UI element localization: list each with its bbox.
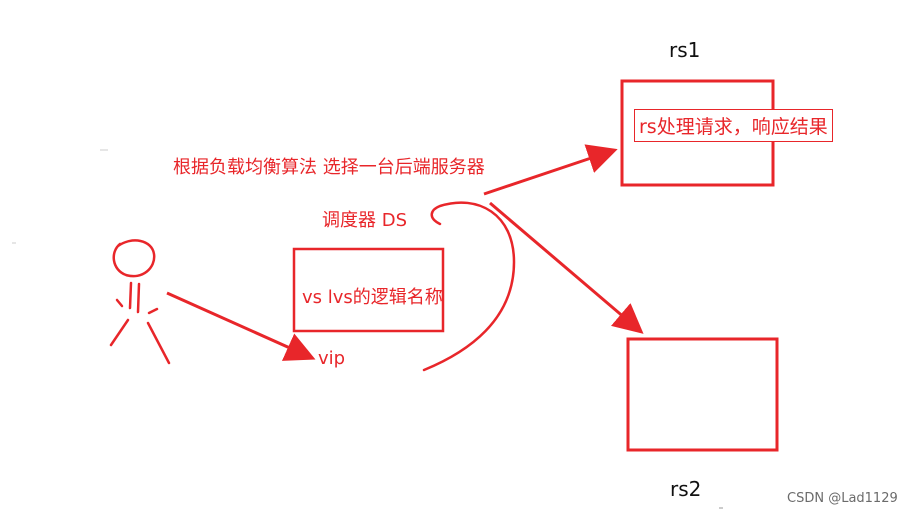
rs1-label: rs1 bbox=[669, 38, 701, 62]
user-leg-left bbox=[109, 318, 130, 347]
arrow-ds-to-rs2 bbox=[489, 201, 644, 334]
user-arm-right bbox=[147, 307, 159, 315]
arrow-user-to-vip bbox=[166, 291, 316, 361]
user-body-right bbox=[136, 282, 141, 314]
vs-name-label: vs lvs的逻辑名称 bbox=[302, 287, 443, 308]
algo-label: 根据负载均衡算法 选择一台后端服务器 bbox=[173, 157, 485, 178]
vip-label: vip bbox=[318, 348, 346, 369]
rs2-label: rs2 bbox=[670, 477, 702, 501]
arrow-ds-to-rs1 bbox=[483, 144, 618, 196]
user-figure bbox=[109, 239, 171, 365]
user-arm-left bbox=[115, 298, 124, 308]
user-body-left bbox=[128, 281, 133, 310]
curve-vip-to-ds bbox=[422, 201, 516, 372]
vs-box bbox=[292, 247, 445, 333]
scheduler-label: 调度器 DS bbox=[322, 210, 408, 231]
rs-handle-label: rs处理请求，响应结果 bbox=[634, 109, 833, 142]
user-head bbox=[112, 239, 156, 278]
watermark: CSDN @Lad1129 bbox=[787, 491, 898, 506]
user-leg-right bbox=[146, 321, 171, 365]
rs2-box bbox=[626, 337, 779, 452]
